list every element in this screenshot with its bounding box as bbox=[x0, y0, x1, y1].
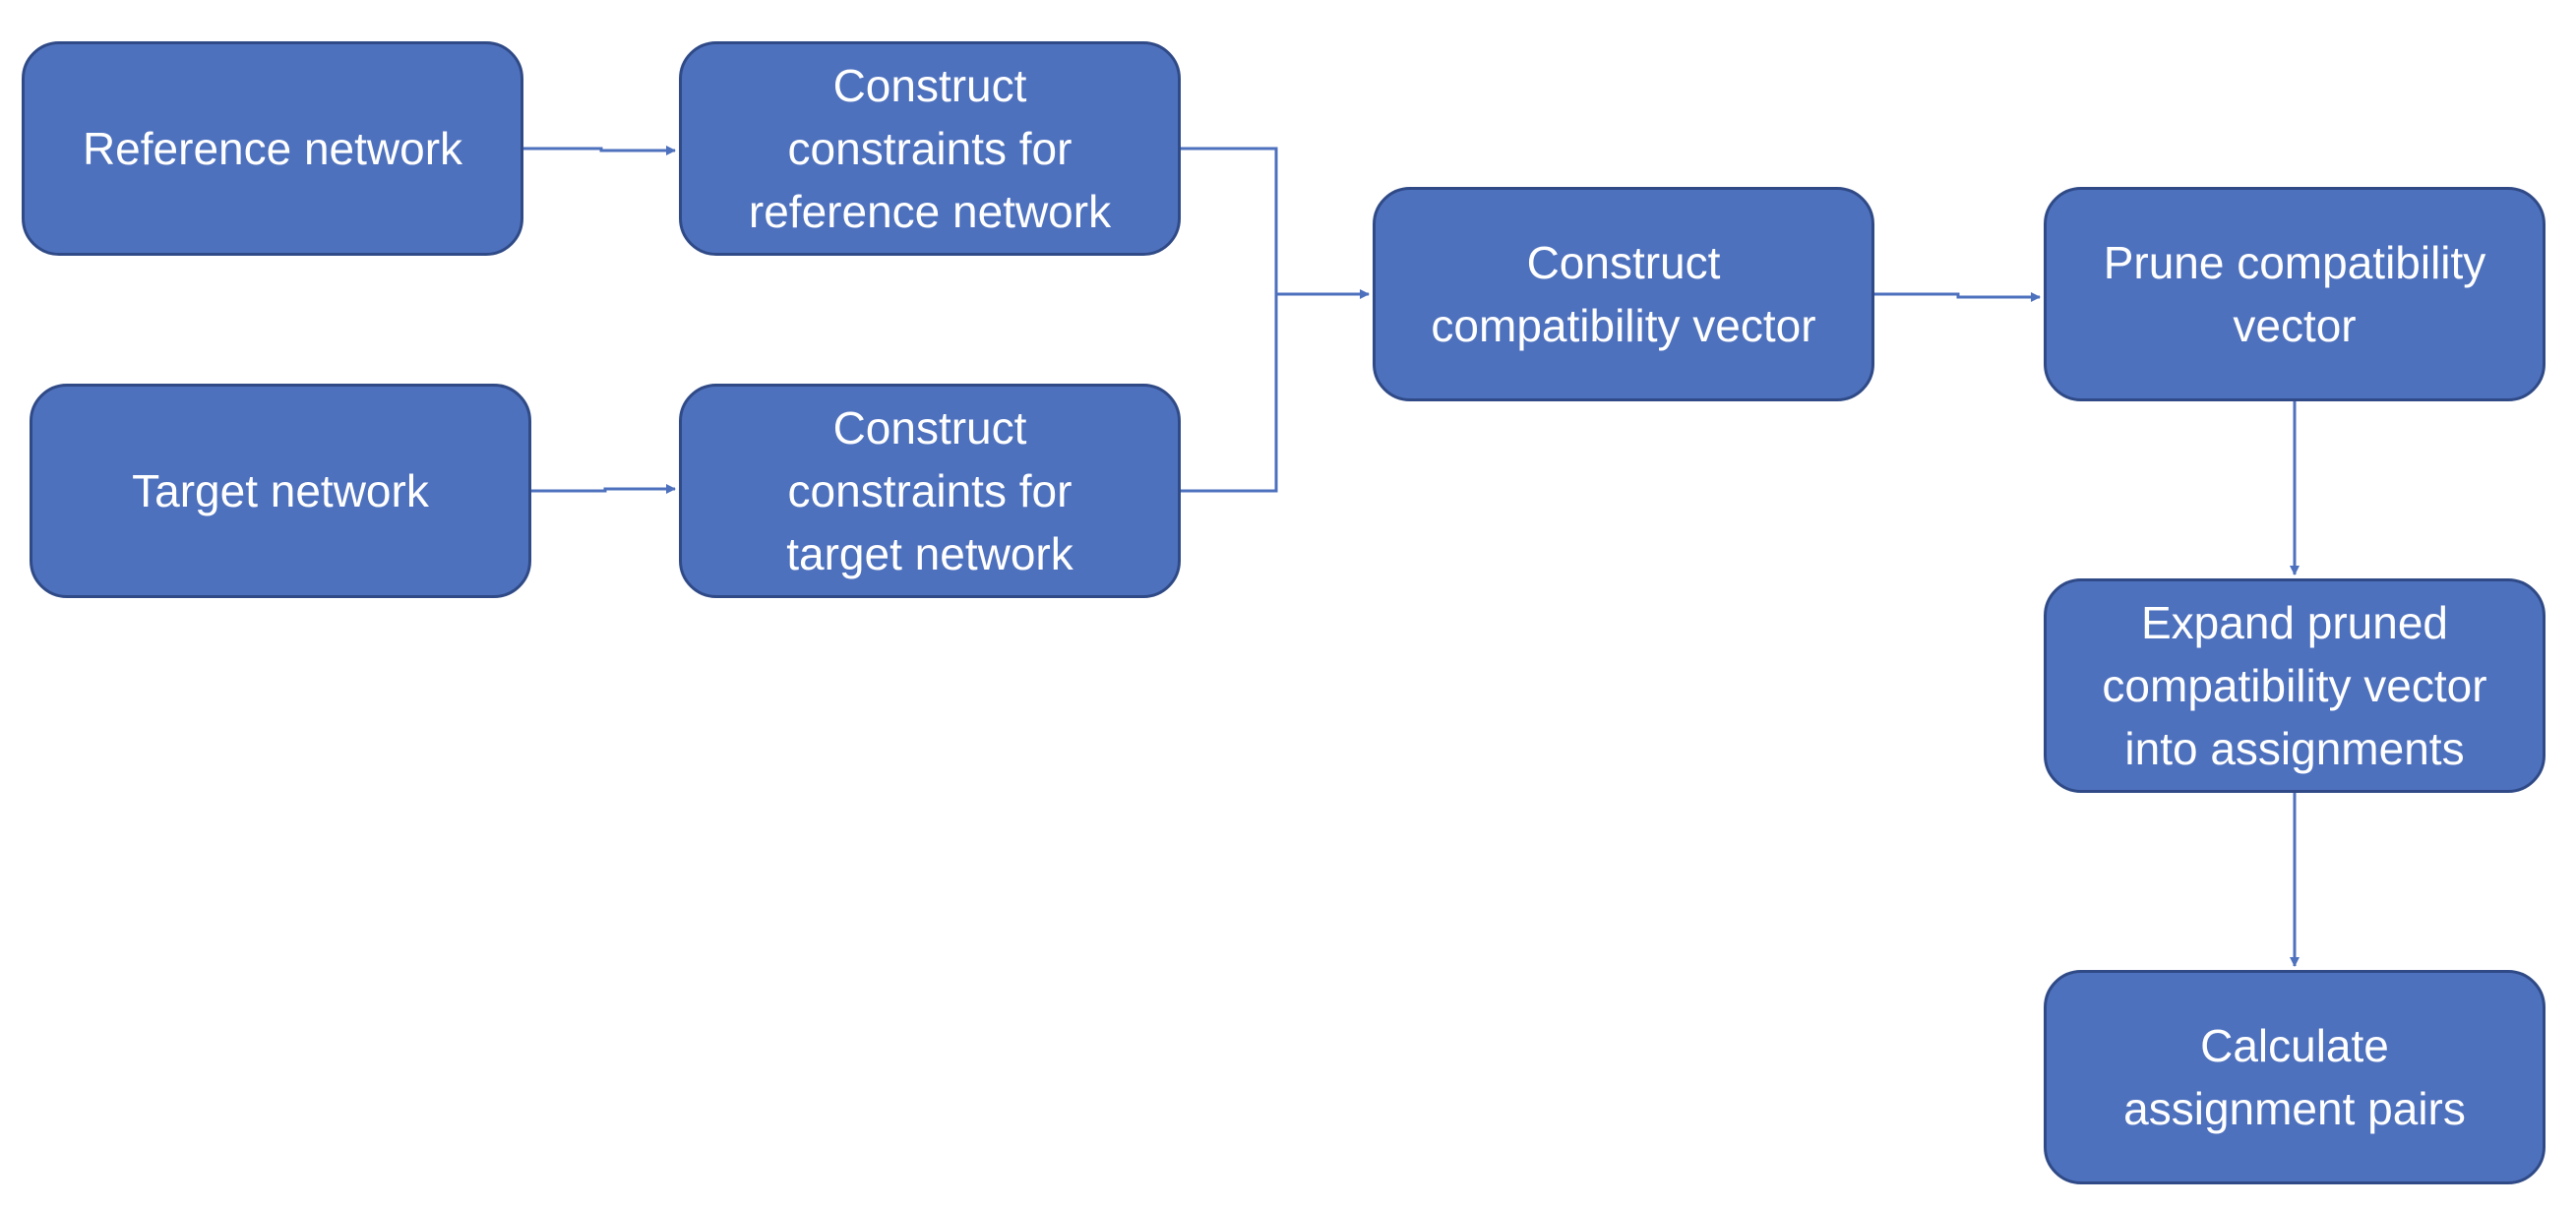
edge-constraints-target-to-compatibility bbox=[1181, 294, 1278, 493]
edge-target-to-constraints bbox=[531, 484, 676, 494]
node-reference-network-label: Reference network bbox=[82, 123, 463, 174]
node-reference-network: Reference network bbox=[22, 41, 523, 256]
edge-constraints-reference-to-compatibility bbox=[1181, 147, 1278, 294]
node-prune-compatibility-vector-label: Prune compatibility vector bbox=[2103, 237, 2486, 351]
edge-compatibility-to-prune bbox=[1874, 292, 2041, 302]
node-calculate-assignment-pairs: Calculate assignment pairs bbox=[2044, 970, 2545, 1184]
node-calculate-assignment-pairs-label: Calculate assignment pairs bbox=[2123, 1020, 2466, 1134]
node-construct-compatibility-vector: Construct compatibility vector bbox=[1373, 187, 1874, 401]
node-expand-pruned-vector: Expand pruned compatibility vector into … bbox=[2044, 578, 2545, 793]
node-construct-constraints-reference-label: Construct constraints for reference netw… bbox=[748, 60, 1112, 237]
edge-reference-to-constraints bbox=[523, 146, 676, 155]
node-target-network: Target network bbox=[30, 384, 531, 598]
node-prune-compatibility-vector: Prune compatibility vector bbox=[2044, 187, 2545, 401]
node-construct-compatibility-vector-label: Construct compatibility vector bbox=[1431, 237, 1816, 351]
node-target-network-label: Target network bbox=[132, 465, 429, 516]
node-construct-constraints-target-label: Construct constraints for target network bbox=[786, 402, 1073, 579]
node-expand-pruned-vector-label: Expand pruned compatibility vector into … bbox=[2102, 597, 2487, 774]
node-construct-constraints-reference: Construct constraints for reference netw… bbox=[679, 41, 1181, 256]
node-construct-constraints-target: Construct constraints for target network bbox=[679, 384, 1181, 598]
